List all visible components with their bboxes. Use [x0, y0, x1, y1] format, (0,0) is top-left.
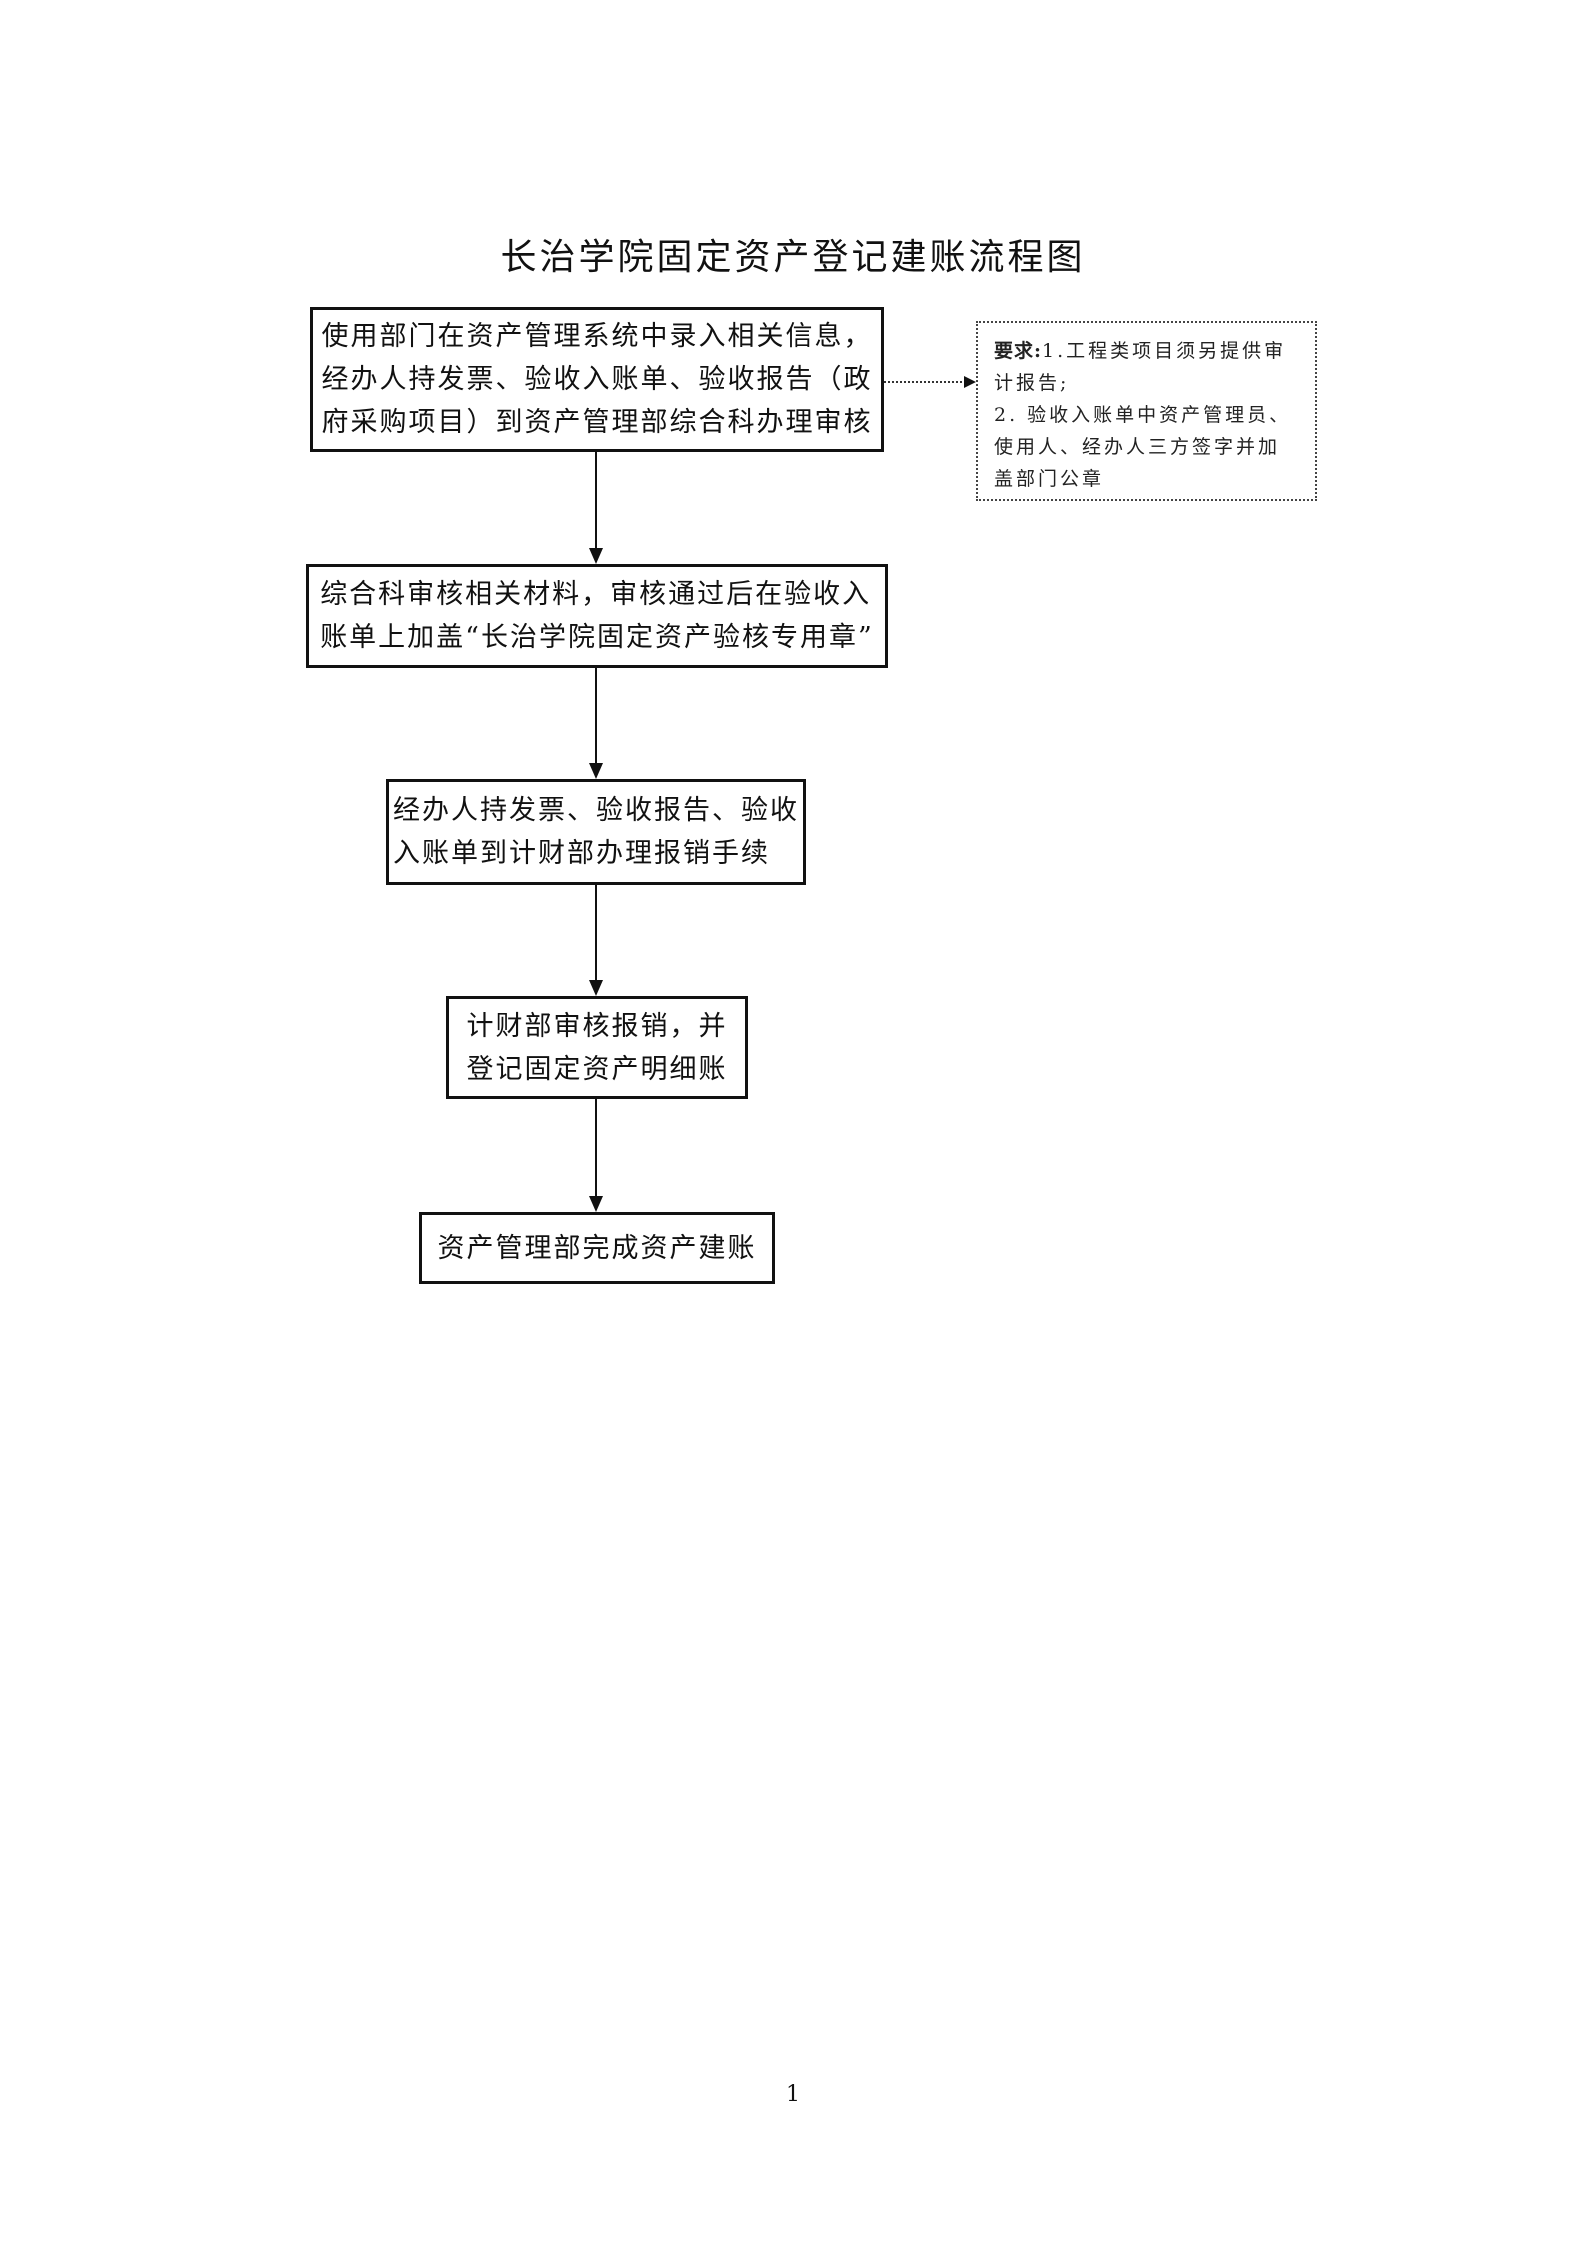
connector-4 [595, 1099, 597, 1197]
requirements-note: 要求:1.工程类项目须另提供审计报告; 2. 验收入账单中资产管理员、使用人、经… [976, 321, 1317, 501]
step-2-line-2: 账单上加盖“长治学院固定资产验核专用章” [320, 622, 874, 653]
step-1-box: 使用部门在资产管理系统中录入相关信息， 经办人持发票、验收入账单、验收报告（政 … [310, 307, 884, 452]
step-5-box: 资产管理部完成资产建账 [419, 1212, 775, 1284]
arrow-head-3 [589, 980, 603, 996]
step-2-line-1: 综合科审核相关材料，审核通过后在验收入 [320, 579, 872, 610]
step-3-box: 经办人持发票、验收报告、验收 入账单到计财部办理报销手续 [386, 779, 806, 885]
step-4-line-1: 计财部审核报销，并 [466, 1010, 728, 1042]
connector-3 [595, 885, 597, 981]
step-3-line-1: 经办人持发票、验收报告、验收 [393, 795, 799, 826]
page-title: 长治学院固定资产登记建账流程图 [500, 237, 1086, 278]
connector-2 [595, 668, 597, 764]
note-item-1: 1.工程类项目须另提供审计报告; [994, 340, 1287, 394]
arrow-head-4 [589, 1196, 603, 1212]
note-label: 要求: [994, 340, 1043, 362]
dotted-arrow-to-note [884, 376, 976, 388]
step-5-line-1: 资产管理部完成资产建账 [437, 1232, 757, 1264]
step-4-box: 计财部审核报销，并 登记固定资产明细账 [446, 996, 748, 1099]
step-3-line-2: 入账单到计财部办理报销手续 [393, 838, 770, 869]
arrow-head-2 [589, 763, 603, 779]
step-4-line-2: 登记固定资产明细账 [466, 1053, 728, 1085]
arrow-head-1 [589, 548, 603, 564]
step-1-line-1: 使用部门在资产管理系统中录入相关信息， [321, 321, 873, 352]
page-number: 1 [786, 2082, 800, 2107]
note-item-2: 2. 验收入账单中资产管理员、使用人、经办人三方签字并加盖部门公章 [994, 404, 1292, 490]
step-1-line-3: 府采购项目）到资产管理部综合科办理审核 [321, 407, 873, 438]
step-1-line-2: 经办人持发票、验收入账单、验收报告（政 [321, 364, 873, 395]
connector-1 [595, 452, 597, 549]
step-2-box: 综合科审核相关材料，审核通过后在验收入 账单上加盖“长治学院固定资产验核专用章” [306, 564, 888, 668]
